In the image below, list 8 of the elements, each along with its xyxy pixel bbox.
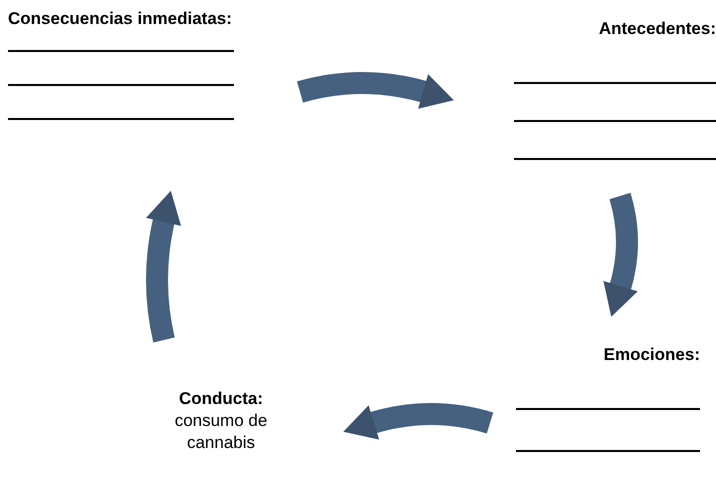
block-arrow <box>603 193 638 317</box>
heading: Consecuencias inmediatas: <box>8 8 232 30</box>
body-text: consumo de cannabis <box>174 410 268 454</box>
heading: Emociones: <box>604 344 700 366</box>
block-arrow <box>146 190 182 342</box>
heading: Antecedentes: <box>598 18 716 40</box>
heading: Conducta: <box>178 388 264 410</box>
block-arrow <box>297 72 454 109</box>
